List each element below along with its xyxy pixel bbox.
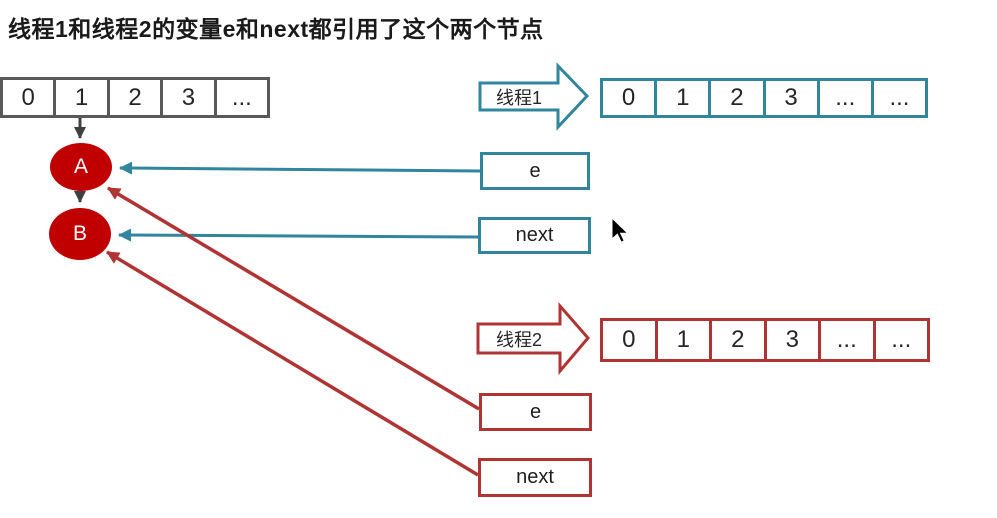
thread1-bucket-array: 0 1 2 3 ... ... xyxy=(600,78,928,118)
array-cell: 2 xyxy=(106,80,160,115)
thread1-label: 线程1 xyxy=(495,87,542,108)
node-a: A xyxy=(50,143,112,191)
array-cell: 0 xyxy=(622,326,636,353)
mouse-cursor xyxy=(611,216,629,243)
array-cell: 3 xyxy=(762,81,817,115)
thread1-var-e-box: e xyxy=(480,152,590,190)
arrow-thread1-next-to-node-b xyxy=(118,228,479,242)
array-cell: 0 xyxy=(621,84,636,111)
array-cell: 1 xyxy=(53,80,106,115)
array-cell: ... xyxy=(870,81,925,115)
arrow-thread2-next-to-node-b xyxy=(106,250,479,477)
page-title: 线程1和线程2的变量e和next都引用了这个两个节点 xyxy=(8,16,544,42)
arrow-thread2-e-to-node-a xyxy=(107,186,480,411)
array-cell: 2 xyxy=(709,321,764,359)
array-cell: 2 xyxy=(708,81,762,115)
bucket-array-gray: 0 1 2 3 ... xyxy=(0,77,270,118)
thread1-var-next-box: next xyxy=(478,217,591,254)
thread2-label: 线程2 xyxy=(495,329,542,350)
array-cell: ... xyxy=(818,321,873,359)
array-cell: 1 xyxy=(654,81,708,115)
arrow-thread1-e-to-node-a xyxy=(119,161,481,175)
thread2-var-e-box: e xyxy=(479,393,592,431)
array-cell: 3 xyxy=(160,80,213,115)
thread2-bucket-array: 0 1 2 3 ... ... xyxy=(600,318,930,362)
array-cell: ... xyxy=(213,80,267,115)
thread2-var-next-box: next xyxy=(478,458,592,497)
array-cell: 1 xyxy=(654,321,710,359)
array-cell: ... xyxy=(872,321,928,359)
node-b: B xyxy=(49,208,111,260)
array-cell: 0 xyxy=(21,83,35,111)
array-cell: 3 xyxy=(763,321,819,359)
array-cell: ... xyxy=(816,81,871,115)
